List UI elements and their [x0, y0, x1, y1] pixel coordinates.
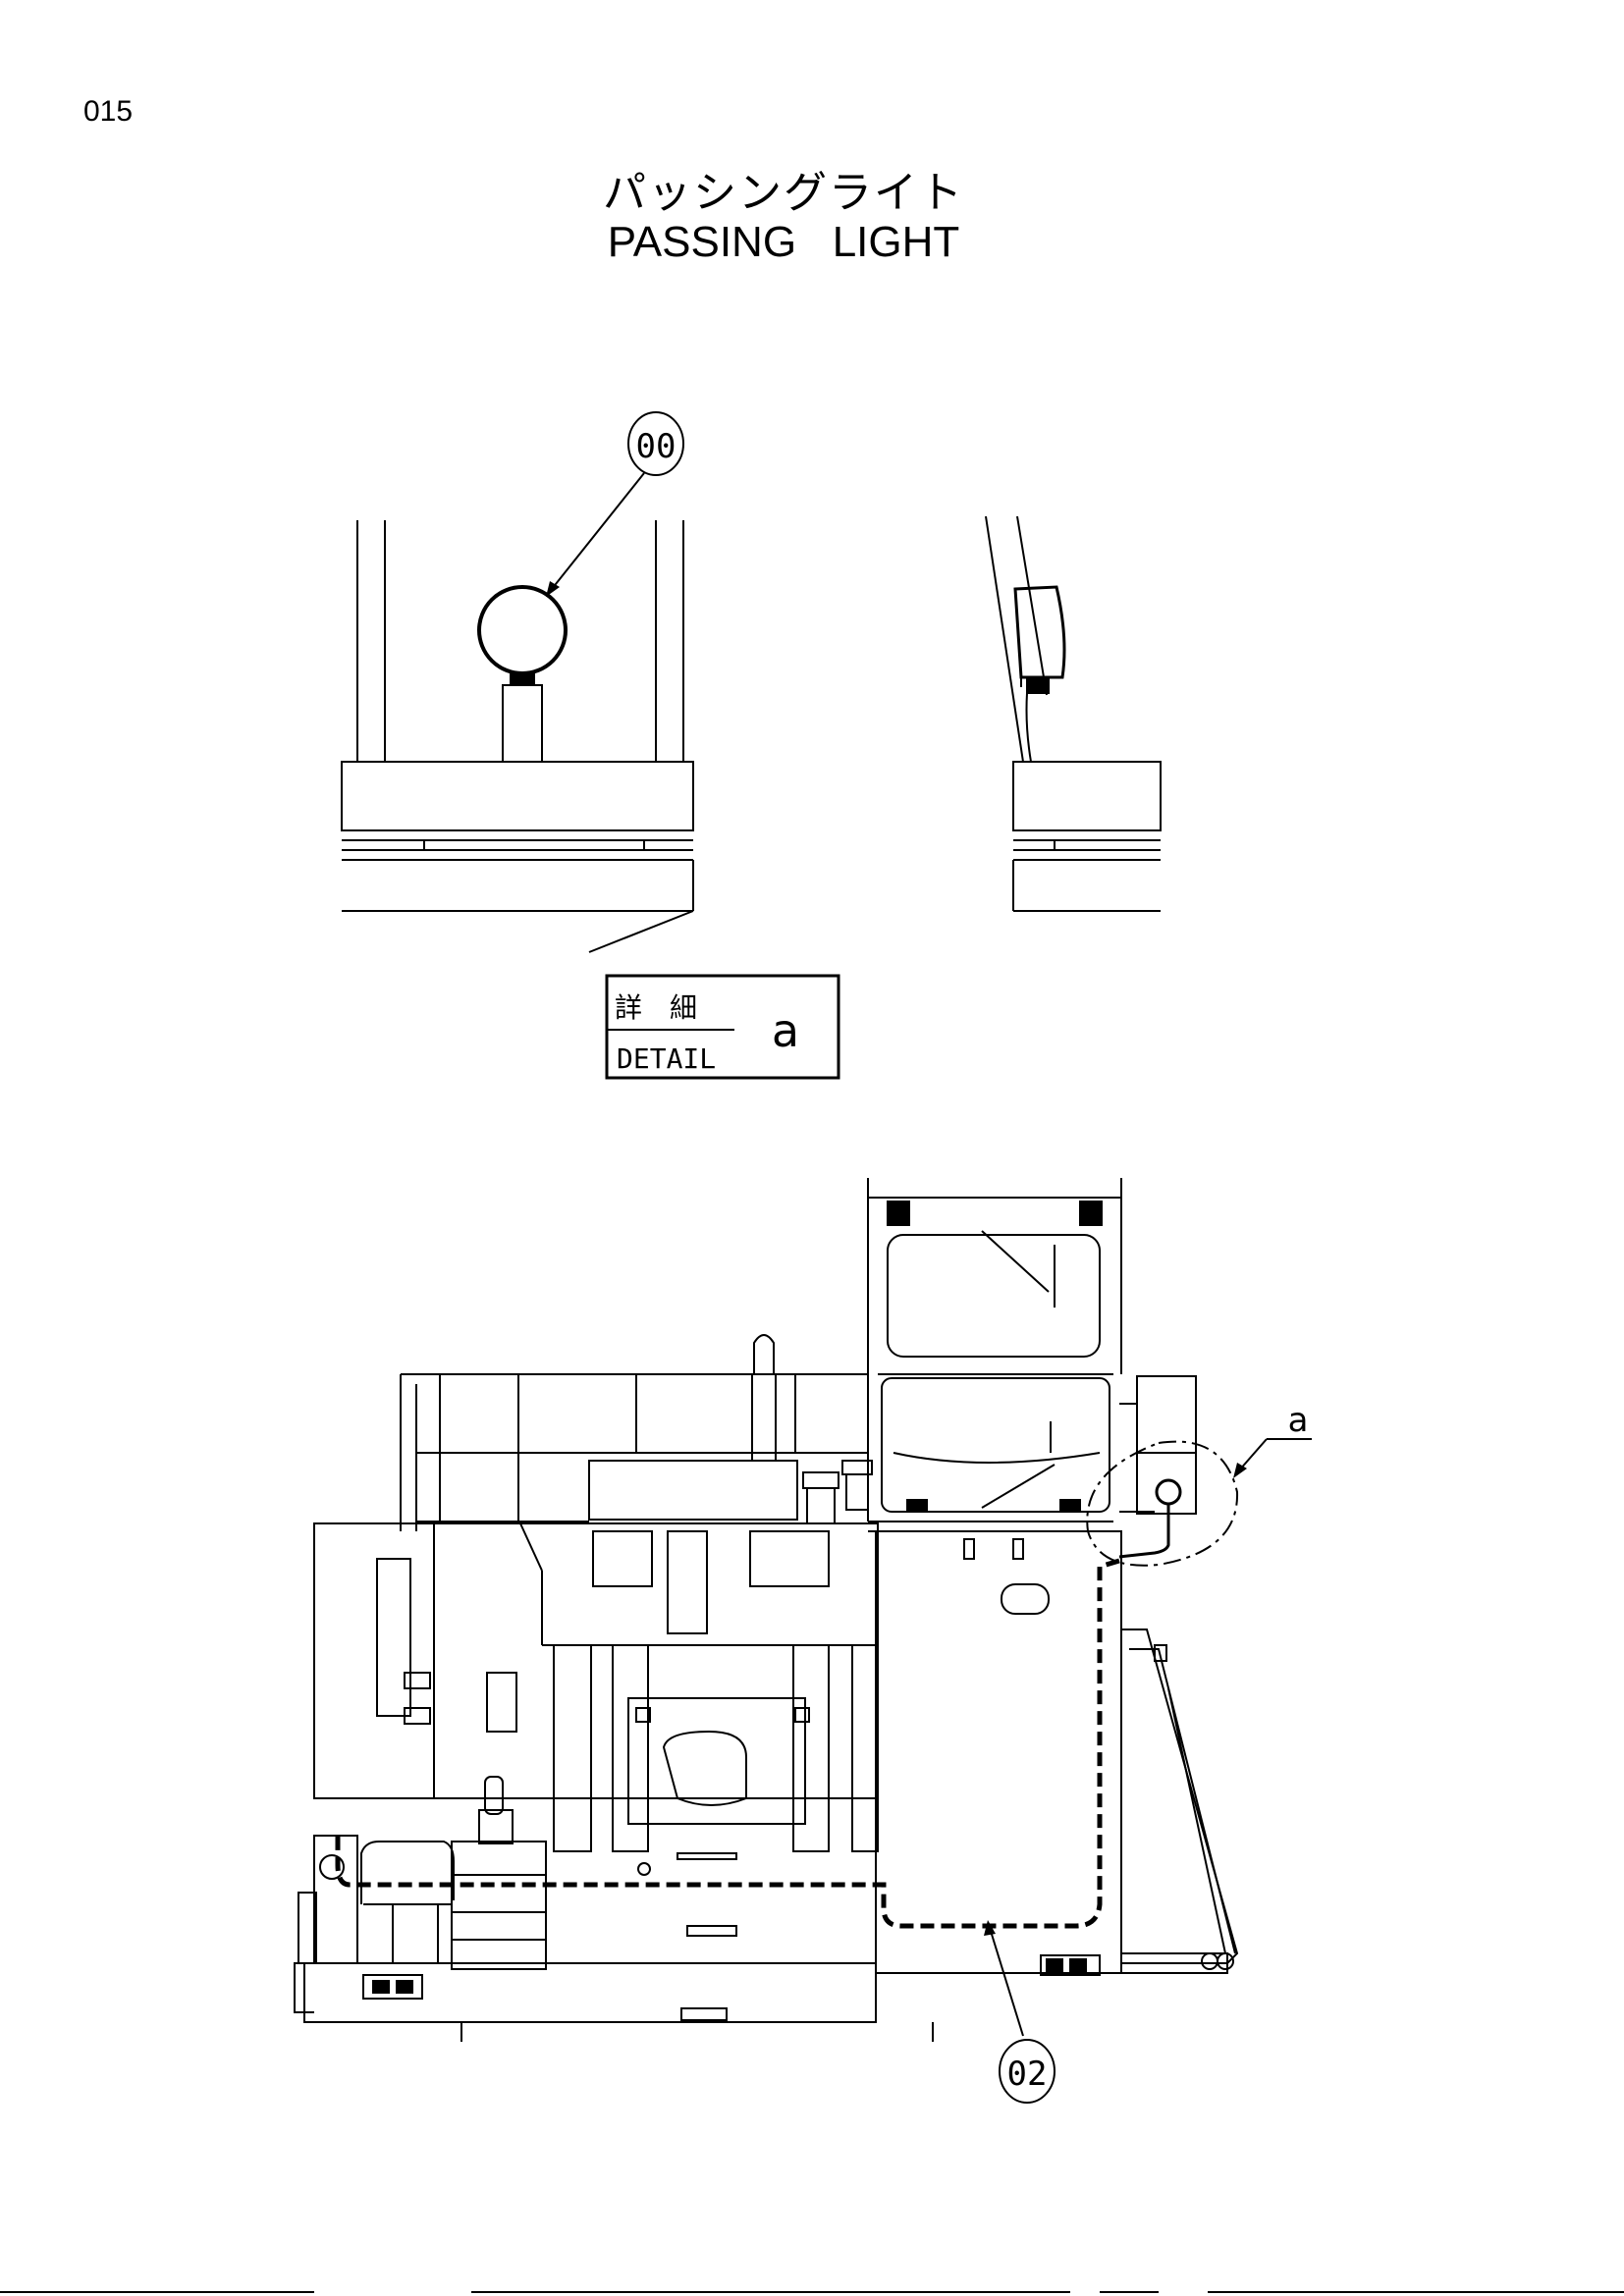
upper-railing [400, 1373, 1197, 1531]
passing-light-front [477, 585, 568, 763]
callout-02-label: 02 [1007, 2055, 1048, 2094]
callout-00-label: 00 [636, 427, 677, 466]
callout-00: 00 [546, 411, 684, 597]
passing-light-on-machine [1118, 1478, 1182, 1559]
detail-a-marker: a [1086, 1401, 1312, 1567]
frame-base [294, 1962, 934, 2042]
access-ladder [1120, 1629, 1239, 1974]
detail-label-box: 詳 細 DETAIL a [605, 974, 840, 1080]
wiring-harness [335, 1558, 1120, 1929]
title-english: PASSING LIGHT [607, 218, 960, 266]
engine-body [313, 1522, 879, 1937]
callout-02: 02 [984, 1920, 1056, 2104]
exhaust-pipe [588, 1334, 873, 1524]
left-step-railing [298, 1776, 547, 1970]
detail-front-view [341, 520, 694, 953]
right-compartment [875, 1530, 1122, 2022]
detail-side-view [985, 515, 1162, 912]
page-number: 015 [83, 95, 134, 128]
detail-label-jp: 詳 細 [615, 991, 697, 1024]
machine-overall-view: a 02 [294, 1178, 1312, 2104]
title-japanese: パッシングライト [603, 168, 964, 218]
detail-a-label: a [1288, 1401, 1309, 1440]
detail-label-en: DETAIL [617, 1042, 716, 1075]
operator-cab [867, 1178, 1122, 1532]
detail-label-letter: a [772, 1004, 799, 1057]
